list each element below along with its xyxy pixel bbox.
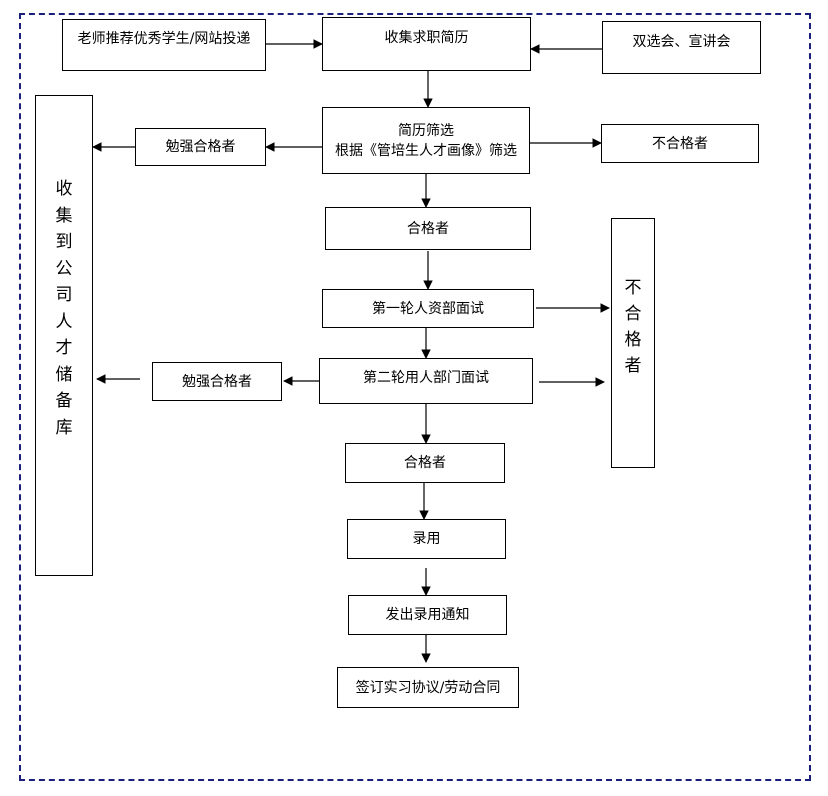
unqualified-right-box: 不 合 格 者 (611, 218, 655, 468)
unqualified-right-char: 格 (624, 330, 642, 350)
qualified-1-label: 合格者 (407, 220, 449, 237)
barely-qualified-bottom-label: 勉强合格者 (182, 373, 252, 390)
talent-pool-char: 才 (55, 338, 73, 358)
barely-qualified-top-label: 勉强合格者 (165, 139, 236, 155)
talent-pool-char: 备 (55, 391, 73, 411)
qualified-1-box: 合格者 (325, 207, 531, 250)
hr-interview-box: 第一轮人资部面试 (322, 289, 534, 328)
sign-agreement-box: 签订实习协议/劳动合同 (337, 667, 519, 708)
screening-title: 简历筛选 (398, 122, 454, 139)
job-fair-label: 双选会、宣讲会 (632, 34, 731, 50)
talent-pool-char: 人 (55, 311, 73, 332)
unqualified-right-char: 者 (624, 356, 642, 376)
job-fair-box: 双选会、宣讲会 (602, 21, 761, 74)
resume-screening-box: 简历筛选 根据《管培生人才画像》筛选 (322, 107, 530, 174)
send-notice-box: 发出录用通知 (348, 595, 507, 635)
barely-qualified-top-box: 勉强合格者 (135, 128, 266, 166)
qualified-2-label: 合格者 (404, 455, 446, 471)
qualified-2-box: 合格者 (345, 443, 505, 483)
teacher-recommend-label: 老师推荐优秀学生/网站投递 (77, 31, 251, 47)
send-notice-label: 发出录用通知 (385, 607, 470, 623)
sign-agreement-label: 签订实习协议/劳动合同 (355, 679, 501, 696)
dept-interview-label: 第二轮用人部门面试 (363, 370, 489, 386)
unqualified-top-box: 不合格者 (601, 124, 759, 163)
talent-pool-box: 收 集 到 公 司 人 才 储 备 库 (35, 95, 93, 576)
talent-pool-char: 司 (55, 285, 73, 305)
collect-resume-box: 收集求职简历 (322, 17, 531, 71)
unqualified-right-char: 不 (624, 278, 642, 298)
talent-pool-char: 公 (55, 258, 73, 279)
talent-pool-char: 收 (55, 179, 73, 199)
talent-pool-char: 集 (55, 205, 73, 226)
unqualified-right-char: 合 (624, 304, 642, 324)
hire-label: 录用 (412, 531, 441, 547)
teacher-recommend-box: 老师推荐优秀学生/网站投递 (62, 19, 266, 71)
diagram-frame (19, 13, 811, 781)
talent-pool-char: 库 (55, 417, 73, 438)
hire-box: 录用 (347, 519, 506, 559)
barely-qualified-bottom-box: 勉强合格者 (152, 362, 282, 401)
hr-interview-label: 第一轮人资部面试 (372, 300, 484, 317)
unqualified-top-label: 不合格者 (652, 135, 708, 152)
dept-interview-box: 第二轮用人部门面试 (319, 358, 533, 404)
screening-criteria: 根据《管培生人才画像》筛选 (335, 142, 517, 159)
talent-pool-char: 到 (55, 232, 73, 252)
talent-pool-char: 储 (55, 364, 73, 385)
collect-resume-label: 收集求职简历 (384, 30, 469, 46)
